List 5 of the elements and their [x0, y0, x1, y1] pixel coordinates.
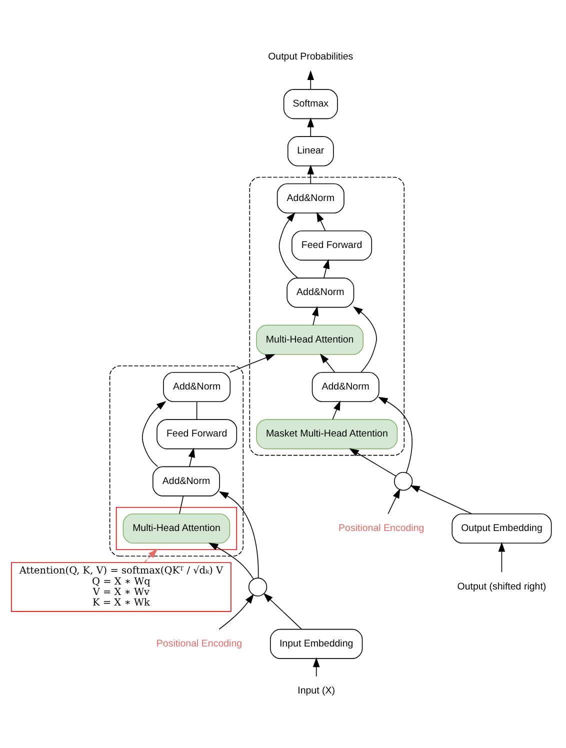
node-text: Input (X): [298, 686, 336, 697]
node-text: Positional Encoding: [156, 638, 242, 650]
node-text: Output (shifted right): [457, 582, 546, 593]
node-text: Positional Encoding: [338, 523, 424, 534]
node-text: Output Probabilities: [268, 51, 354, 62]
